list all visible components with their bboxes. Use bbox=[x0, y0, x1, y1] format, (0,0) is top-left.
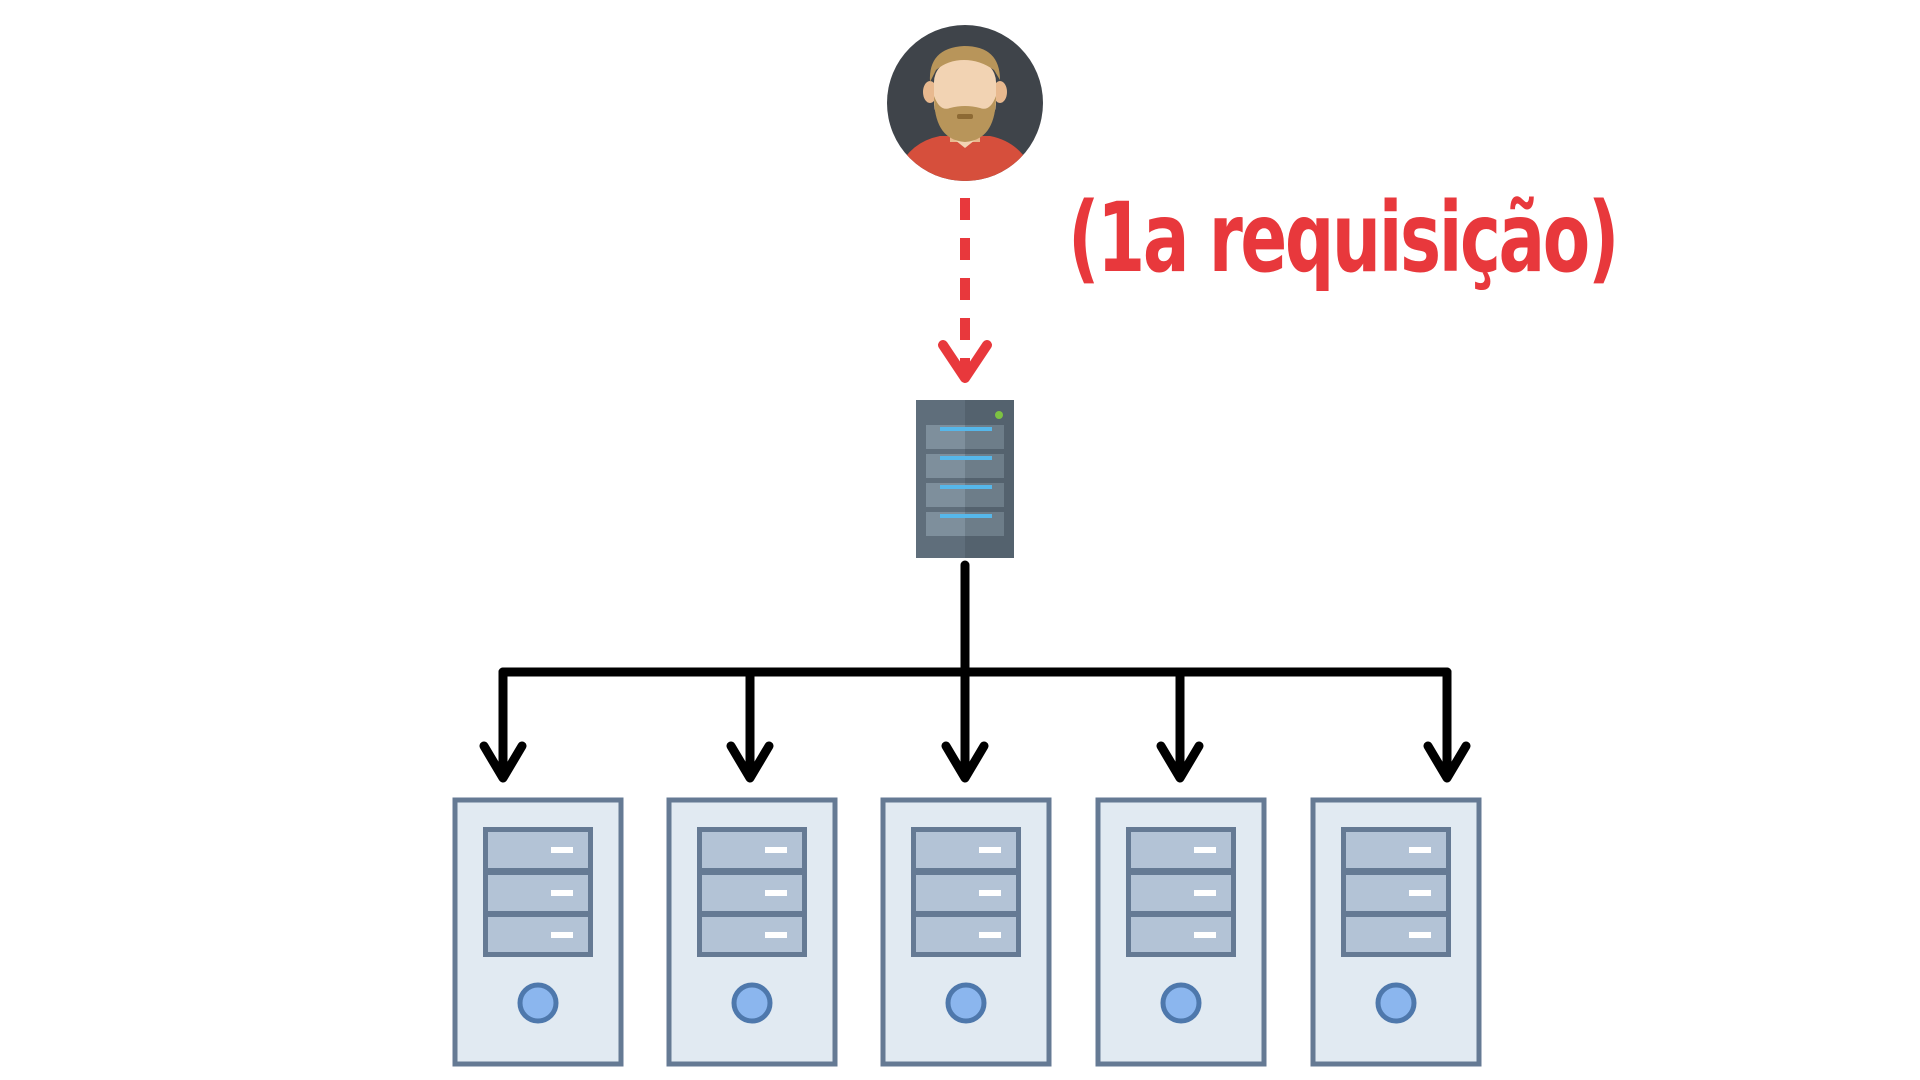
connector-arrow-5 bbox=[1423, 667, 1471, 783]
connector-arrow-3 bbox=[941, 667, 989, 783]
rack-server-icon bbox=[916, 400, 1014, 558]
user-avatar-icon bbox=[887, 25, 1043, 181]
request-annotation: (1a requisição) bbox=[1068, 182, 1619, 294]
connector-arrow-1 bbox=[479, 667, 527, 783]
distribution-lines bbox=[479, 560, 1471, 783]
tower-server-icon bbox=[1095, 797, 1267, 1067]
request-arrow bbox=[938, 198, 992, 383]
connector-arrow-4 bbox=[1156, 667, 1204, 783]
connector-arrow-2 bbox=[726, 667, 774, 783]
tower-server-icon bbox=[880, 797, 1052, 1067]
tower-server-icon bbox=[666, 797, 838, 1067]
tower-server-icon bbox=[1310, 797, 1482, 1067]
tower-server-icon bbox=[452, 797, 624, 1067]
